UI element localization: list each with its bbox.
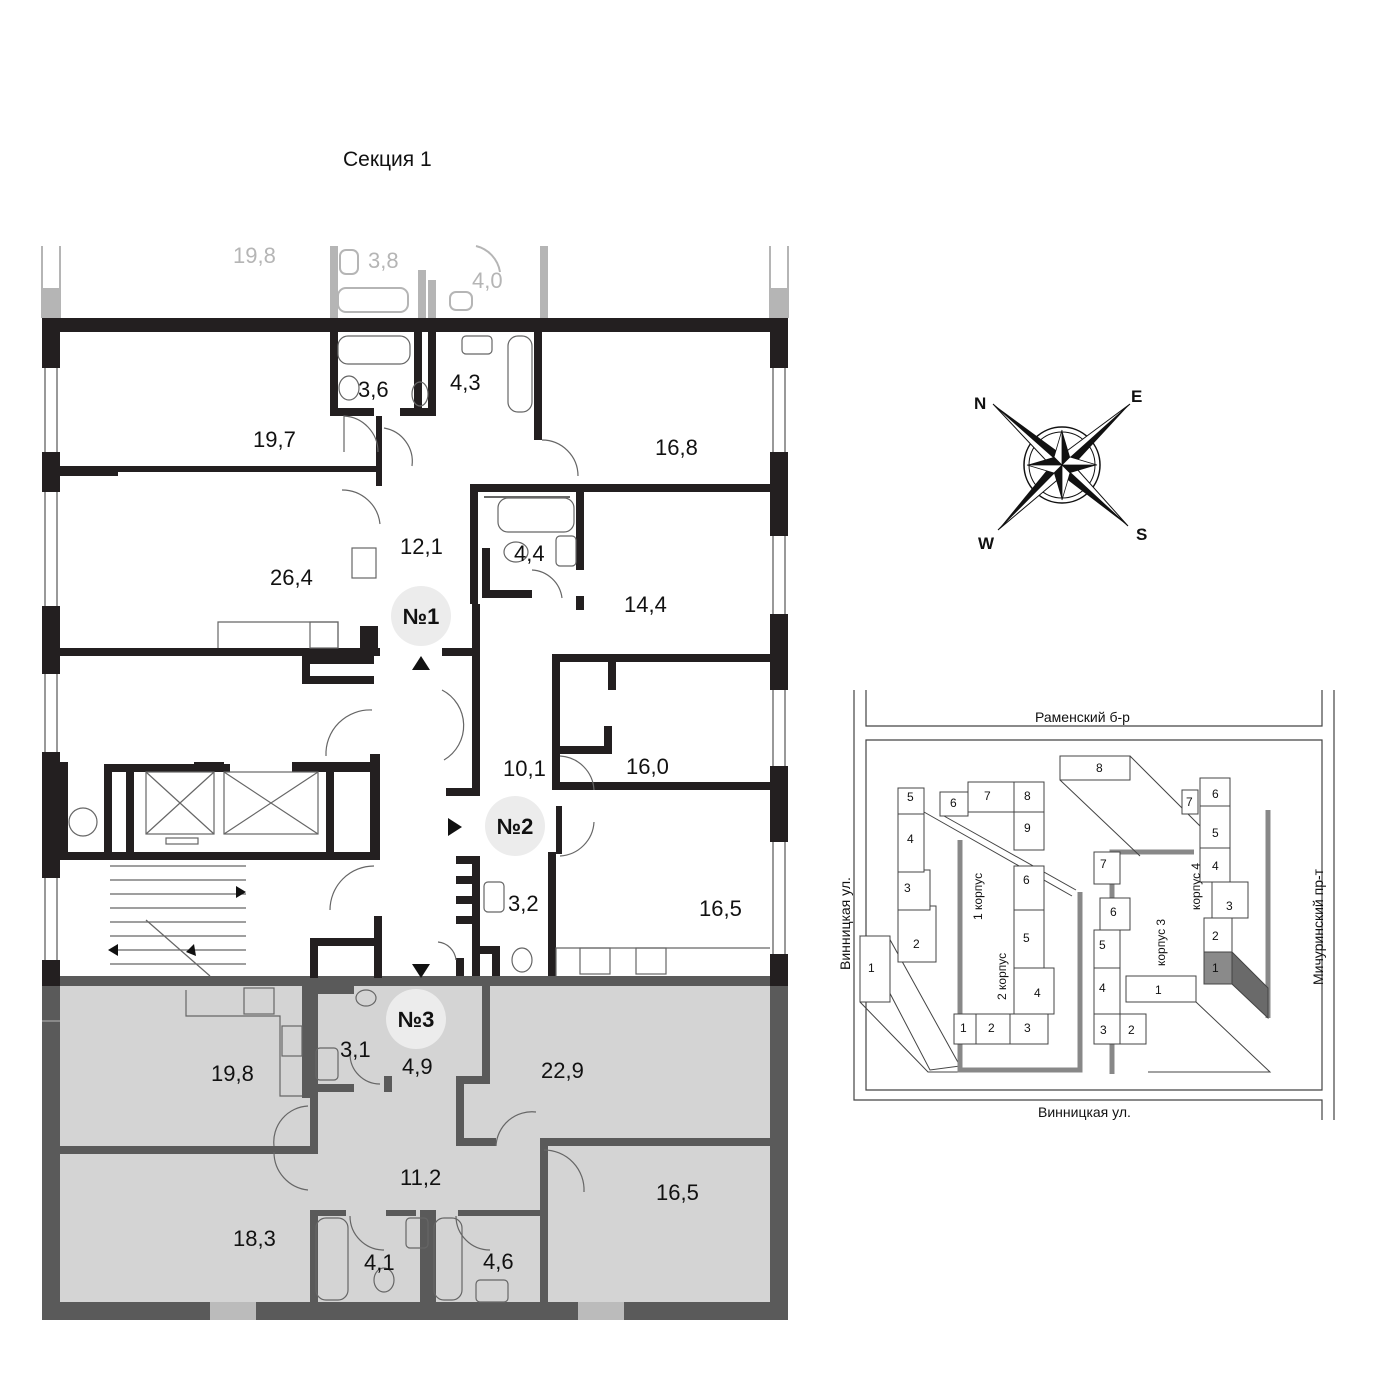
room-area: 19,7 <box>253 427 296 452</box>
ghost-upper-part <box>41 245 789 318</box>
section-number: 8 <box>1024 789 1031 803</box>
section-number: 2 <box>1212 929 1219 943</box>
korpus-2-label: 2 корпус <box>995 953 1009 1000</box>
room-area: 4,1 <box>364 1250 395 1275</box>
section-number: 6 <box>950 796 957 810</box>
compass-rose-icon <box>992 403 1131 531</box>
section-number: 5 <box>1023 931 1030 945</box>
section-number: 8 <box>1096 761 1103 775</box>
section-number: 3 <box>904 881 911 895</box>
section-number: 3 <box>1226 899 1233 913</box>
room-area: 4,6 <box>483 1249 514 1274</box>
section-number: 6 <box>1212 787 1219 801</box>
room-area: 10,1 <box>503 756 546 781</box>
room-area: 14,4 <box>624 592 667 617</box>
apartment-number-1: №1 <box>403 604 440 629</box>
room-area: 4,3 <box>450 370 481 395</box>
korpus-3-label: корпус 3 <box>1154 919 1168 966</box>
section-number: 4 <box>1212 859 1219 873</box>
compass-north-label: N <box>974 394 986 413</box>
room-area: 22,9 <box>541 1058 584 1083</box>
section-title: Секция 1 <box>343 148 432 171</box>
walls-lower <box>60 986 770 1320</box>
section-number: 6 <box>1023 873 1030 887</box>
room-area: 4,9 <box>402 1054 433 1079</box>
compass-west-label: W <box>978 534 995 553</box>
section-number: 9 <box>1024 821 1031 835</box>
room-area: 3,2 <box>508 891 539 916</box>
section-number: 4 <box>1099 981 1106 995</box>
selected-floor-fill <box>60 984 770 1302</box>
korpus-1 <box>859 781 1077 1073</box>
section-number: 6 <box>1110 905 1117 919</box>
section-number: 7 <box>1186 795 1193 809</box>
section-number: 5 <box>907 790 914 804</box>
compass-south-label: S <box>1136 525 1147 544</box>
floor-plan: 19,8 3,8 4,0 <box>41 243 789 1320</box>
section-number: 4 <box>907 832 914 846</box>
apartment-number-3: №3 <box>398 1007 435 1032</box>
fixtures <box>68 335 770 1303</box>
apartment-badge-1[interactable]: №1 <box>391 586 451 646</box>
korpus-4 <box>1181 777 1271 1020</box>
room-area: 19,8 <box>211 1061 254 1086</box>
section-number: 2 <box>913 937 920 951</box>
room-area: 16,0 <box>626 754 669 779</box>
room-area: 16,8 <box>655 435 698 460</box>
section-number: 3 <box>1024 1021 1031 1035</box>
korpus-4-label: корпус 4 <box>1189 863 1203 910</box>
room-area: 12,1 <box>400 534 443 559</box>
selected-section <box>1203 951 1233 985</box>
section-number: 2 <box>1128 1023 1135 1037</box>
section-number: 7 <box>1100 857 1107 871</box>
section-number: 1 <box>868 961 875 975</box>
korpus-2 <box>953 840 1083 1073</box>
section-number: 3 <box>1100 1023 1107 1037</box>
apartment-badge-3[interactable]: №3 <box>386 989 446 1049</box>
room-area: 16,5 <box>699 896 742 921</box>
room-area: 16,5 <box>656 1180 699 1205</box>
ghost-room-area-b: 3,8 <box>368 248 399 273</box>
apartment-badge-2[interactable]: №2 <box>485 796 545 856</box>
section-number: 1 <box>1212 961 1219 975</box>
street-right-label: Мичуринский пр-т <box>1310 868 1326 985</box>
room-area: 26,4 <box>270 565 313 590</box>
site-plan: Раменский б-р Винницкая ул. Винницкая ул… <box>837 690 1335 1120</box>
section-number: 5 <box>1212 826 1219 840</box>
section-number: 4 <box>1034 986 1041 1000</box>
room-area: 4,4 <box>514 541 545 566</box>
room-area: 11,2 <box>400 1165 441 1190</box>
section-number: 1 <box>1155 983 1162 997</box>
korpus-1-label: 1 корпус <box>971 873 985 920</box>
room-area: 3,1 <box>340 1037 371 1062</box>
room-area: 18,3 <box>233 1226 276 1251</box>
apartment-number-2: №2 <box>497 814 534 839</box>
entrance-arrows <box>108 656 462 978</box>
compass-east-label: E <box>1131 387 1142 406</box>
ghost-room-area-a: 19,8 <box>233 243 276 268</box>
room-area-labels: 19,7 3,6 4,3 16,8 26,4 12,1 4,4 14,4 16,… <box>211 370 742 1275</box>
korpus-3 <box>1059 755 1272 1074</box>
section-number: 7 <box>984 789 991 803</box>
section-number: 1 <box>960 1021 967 1035</box>
room-area: 3,6 <box>358 377 389 402</box>
street-top-label: Раменский б-р <box>1035 709 1130 725</box>
section-number: 5 <box>1099 938 1106 952</box>
street-left-label: Винницкая ул. <box>837 877 853 970</box>
section-number: 2 <box>988 1021 995 1035</box>
street-bottom-label: Винницкая ул. <box>1038 1104 1131 1120</box>
ghost-room-area-c: 4,0 <box>472 268 503 293</box>
